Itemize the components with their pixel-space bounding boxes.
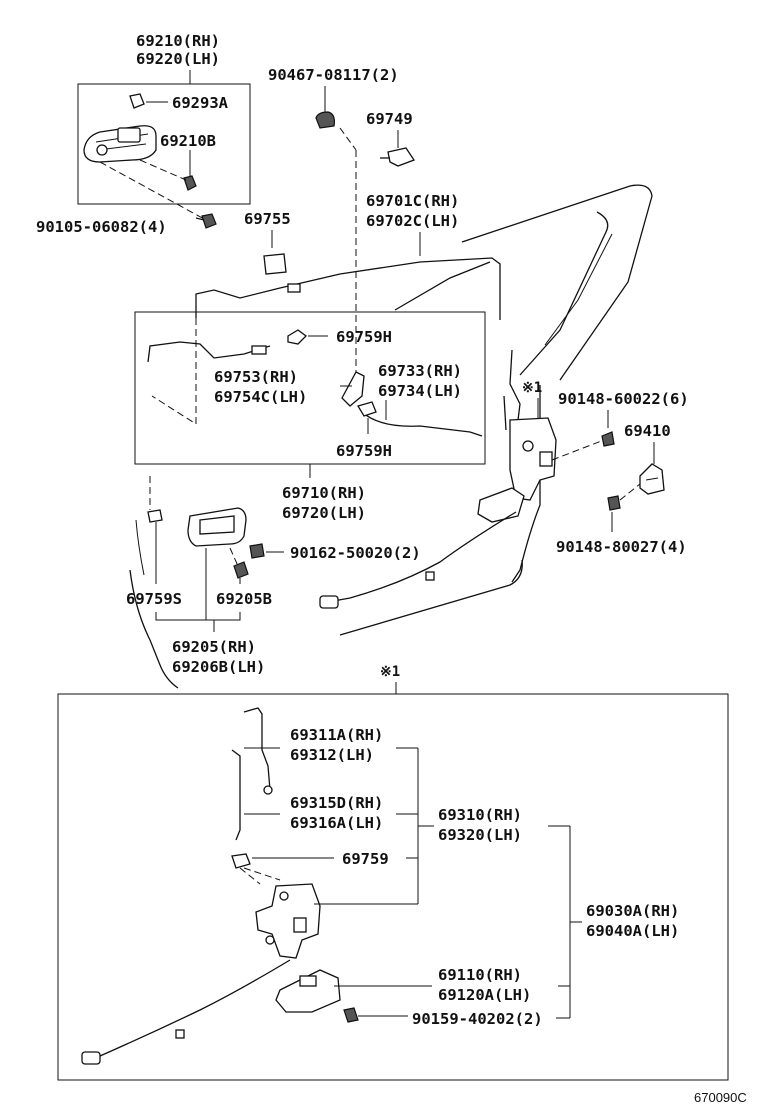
label-69210b: 69210B (160, 132, 216, 150)
lock-assembly-detail (255, 883, 321, 959)
label-69754c-lh: 69754C(LH) (214, 388, 307, 406)
label-69755: 69755 (244, 210, 291, 228)
label-90159: 90159-40202(2) (412, 1010, 543, 1028)
label-90148-60022: 90148-60022(6) (558, 390, 689, 408)
screw-90162-icon (249, 543, 265, 559)
label-69312-lh: 69312(LH) (290, 746, 374, 764)
lock-body-top (509, 417, 557, 501)
label-69759h-bot: 69759H (336, 442, 392, 460)
star1-label-box: ※1 (380, 664, 400, 680)
label-69710-rh: 69710(RH) (282, 484, 366, 502)
clip-69759h-bot (357, 401, 377, 417)
upper-cable (195, 257, 501, 320)
label-69759s: 69759S (126, 590, 182, 608)
lever-69753 (341, 371, 365, 407)
cap-69755-icon (263, 253, 287, 275)
label-69410: 69410 (624, 422, 671, 440)
lock-actuator-top (477, 487, 525, 523)
label-69315d-rh: 69315D(RH) (290, 794, 383, 812)
label-69030a-rh: 69030A(RH) (586, 902, 679, 920)
label-69733-rh: 69733(RH) (378, 362, 462, 380)
rod-69311a (243, 707, 271, 791)
clip-69205b-icon (233, 561, 249, 579)
clip-69759h-top (287, 329, 307, 345)
lock-detail-box (57, 693, 729, 1081)
label-90162: 90162-50020(2) (290, 544, 421, 562)
label-69734-lh: 69734(LH) (378, 382, 462, 400)
label-69749: 69749 (366, 110, 413, 128)
label-69206b-lh: 69206B(LH) (172, 658, 265, 676)
label-69311a-rh: 69311A(RH) (290, 726, 383, 744)
label-69120a-lh: 69120A(LH) (438, 986, 531, 1004)
label-69701c-rh: 69701C(RH) (366, 192, 459, 210)
label-69759: 69759 (342, 850, 389, 868)
clip-69759-icon (231, 853, 251, 869)
bolt-90105-icon (201, 213, 217, 229)
label-90148-80027: 90148-80027(4) (556, 538, 687, 556)
actuator-69110-icon (275, 969, 341, 1013)
outside-handle-box (77, 83, 251, 205)
label-69316a-lh: 69316A(LH) (290, 814, 383, 832)
label-69720-lh: 69720(LH) (282, 504, 366, 522)
label-69205-rh: 69205(RH) (172, 638, 256, 656)
door-outline (129, 184, 653, 689)
label-69220-lh: 69220(LH) (136, 50, 220, 68)
top-center-parts: 90467-08117(2) 69749 69755 69701C(RH) 69… (244, 66, 459, 275)
star1-label-top: ※1 (522, 380, 542, 396)
lock-detail-group: ※1 69311A(RH) 69312(LH) 69315D(RH) 69316… (57, 664, 729, 1081)
label-69759h-top: 69759H (336, 328, 392, 346)
cable-assembly-group: 69759H 69753(RH) 69754C(LH) 69733(RH) 69… (134, 311, 486, 465)
door-lock-mechanism: ※1 (319, 349, 605, 609)
screw-90148-80027-icon (607, 495, 621, 511)
label-69320-lh: 69320(LH) (438, 826, 522, 844)
label-69110-rh: 69110(RH) (438, 966, 522, 984)
rod-69210b (183, 175, 197, 191)
label-69205b: 69205B (216, 590, 272, 608)
striker-group: 90148-60022(6) 69410 90148-80027(4) (556, 390, 689, 556)
rod-69315d (231, 749, 241, 841)
label-69293a: 69293A (172, 94, 229, 112)
label-69702c-lh: 69702C(LH) (366, 212, 459, 230)
label-69210-rh: 69210(RH) (136, 32, 220, 50)
outside-handle-group: 69210(RH) 69220(LH) 69293A 69210B (77, 32, 251, 221)
label-69040a-lh: 69040A(LH) (586, 922, 679, 940)
label-90467: 90467-08117(2) (268, 66, 399, 84)
clip-69293a (129, 93, 145, 109)
screw-90148-60022-icon (601, 431, 615, 447)
inside-handle-group: 90162-50020(2) 69759S 69205B 69205(RH) 6… (126, 476, 421, 676)
clip-69759s-icon (147, 509, 163, 523)
diagram-code: 670090C (694, 1090, 747, 1105)
label-69310-rh: 69310(RH) (438, 806, 522, 824)
bolt-90105: 90105-06082(4) (36, 213, 217, 236)
label-90105: 90105-06082(4) (36, 218, 167, 236)
label-69753-rh: 69753(RH) (214, 368, 298, 386)
clip-90467-icon (315, 111, 335, 129)
screw-90159-icon (343, 1007, 359, 1023)
bracket-69749-icon (387, 147, 415, 167)
